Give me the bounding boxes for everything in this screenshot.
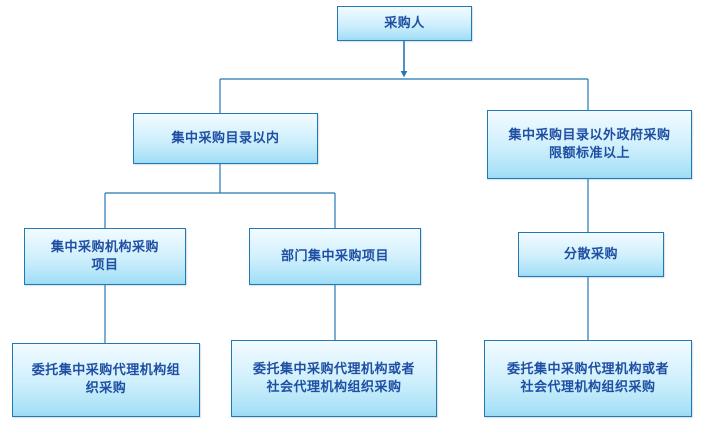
- node-entrust-right[interactable]: 委托集中采购代理机构或者 社会代理机构组织采购: [484, 340, 692, 417]
- node-dept-centralized-label: 部门集中采购项目: [280, 248, 389, 264]
- node-entrust-middle[interactable]: 委托集中采购代理机构或者 社会代理机构组织采购: [231, 340, 437, 417]
- node-decentralized[interactable]: 分散采购: [518, 232, 664, 277]
- node-entrust-middle-label: 委托集中采购代理机构或者 社会代理机构组织采购: [252, 361, 415, 395]
- node-centralized-org-label: 集中采购机构采购 项目: [50, 239, 159, 273]
- node-within-catalog[interactable]: 集中采购目录以内: [133, 113, 318, 164]
- node-outside-catalog-label: 集中采购目录以外政府采购 限额标准以上: [508, 127, 671, 161]
- node-entrust-left-label: 委托集中采购代理机构组 织采购: [31, 363, 181, 396]
- node-dept-centralized[interactable]: 部门集中采购项目: [249, 228, 421, 285]
- node-within-catalog-label: 集中采购目录以内: [171, 130, 280, 146]
- node-entrust-left[interactable]: 委托集中采购代理机构组 织采购: [12, 343, 200, 417]
- node-centralized-org[interactable]: 集中采购机构采购 项目: [24, 228, 186, 285]
- node-entrust-right-label: 委托集中采购代理机构或者 社会代理机构组织采购: [506, 361, 669, 395]
- node-root-label: 采购人: [384, 15, 425, 31]
- node-outside-catalog[interactable]: 集中采购目录以外政府采购 限额标准以上: [487, 110, 692, 179]
- node-root[interactable]: 采购人: [337, 6, 472, 41]
- node-decentralized-label: 分散采购: [563, 246, 618, 262]
